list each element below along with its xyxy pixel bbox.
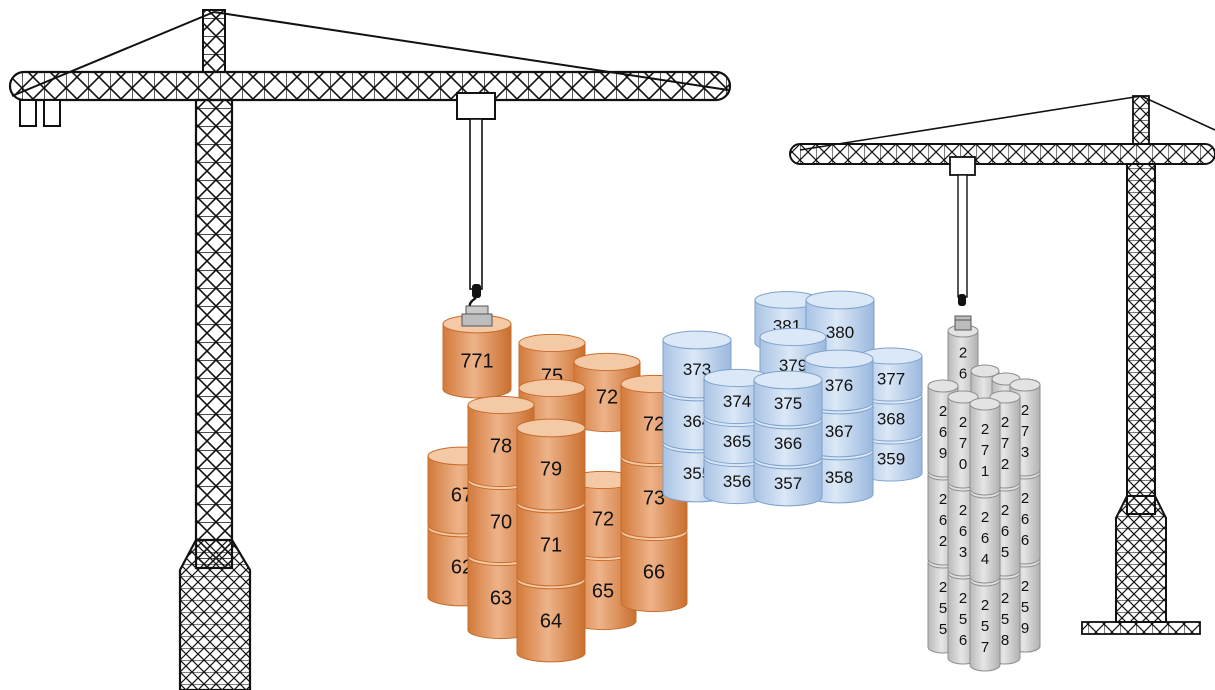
drum-lid	[947, 390, 979, 404]
right-crane	[789, 95, 1215, 635]
drum-b-377: 359 368 377	[859, 347, 923, 482]
drum-segment	[969, 403, 1001, 496]
drum-lid	[518, 378, 586, 398]
drum-label: 771	[460, 351, 493, 373]
drum-segment	[516, 427, 586, 511]
drum-label: 72	[592, 509, 614, 531]
drum-label: 71	[540, 535, 562, 557]
left-crane	[8, 9, 732, 690]
drum-lid	[969, 397, 1001, 411]
drum-segment	[516, 579, 586, 663]
drum-label: 380	[826, 323, 854, 342]
drum-lid	[467, 395, 535, 415]
drum-label: 358	[825, 468, 853, 487]
drum-label: 70	[490, 512, 512, 534]
drum-label: 65	[592, 581, 614, 603]
drum-lid	[927, 379, 959, 393]
drum-label: 66	[643, 562, 665, 584]
drum-lid	[970, 364, 1000, 378]
drum-label: 377	[877, 370, 905, 389]
drum-o-79: 64 71 79	[516, 418, 586, 663]
drum-b-375: 357 366 375	[753, 370, 823, 507]
drum-segment	[753, 419, 823, 467]
drum-label: 64	[540, 611, 562, 633]
drum-label: 359	[877, 450, 905, 469]
drum-lid	[805, 290, 875, 310]
drum-segment	[516, 503, 586, 587]
drum-label: 367	[825, 422, 853, 441]
drum-label: 374	[723, 392, 751, 411]
drum-segment	[442, 323, 512, 399]
drum-label: 373	[683, 360, 711, 379]
drum-label: 379	[779, 356, 807, 375]
drum-lid	[804, 349, 874, 369]
drum-label: 73	[643, 488, 665, 510]
drum-segment	[969, 491, 1001, 584]
drum-label: 79	[540, 459, 562, 481]
drum-label: 357	[774, 474, 802, 493]
drum-o-mid-back: 65 72	[569, 470, 637, 631]
drum-label: 365	[723, 432, 751, 451]
drum-lid	[518, 333, 586, 353]
drum-label: 376	[825, 376, 853, 395]
drum-label: 72	[643, 414, 665, 436]
drum-label: 72	[596, 387, 618, 409]
drum-label: 366	[774, 434, 802, 453]
drum-segment	[753, 379, 823, 427]
drum-o-right: 66 73 72	[620, 374, 688, 613]
drum-lid	[662, 330, 732, 350]
drum-label: 78	[490, 436, 512, 458]
right-hook-icon	[954, 319, 972, 331]
drum-lid	[573, 352, 641, 372]
drum-segment	[969, 579, 1001, 672]
drum-lid	[759, 327, 827, 347]
drum-lid	[989, 390, 1021, 404]
drum-label: 368	[877, 410, 905, 429]
left-hook-icon	[461, 313, 493, 327]
drum-label: 356	[723, 472, 751, 491]
drum-label: 375	[774, 394, 802, 413]
drum-o-hanging: 771	[442, 314, 512, 399]
drum-segment	[753, 459, 823, 507]
drum-segment	[620, 531, 688, 613]
drum-lid	[1009, 378, 1041, 392]
drum-label: 63	[490, 588, 512, 610]
drum-lid	[516, 418, 586, 438]
drum-lid	[753, 370, 823, 390]
